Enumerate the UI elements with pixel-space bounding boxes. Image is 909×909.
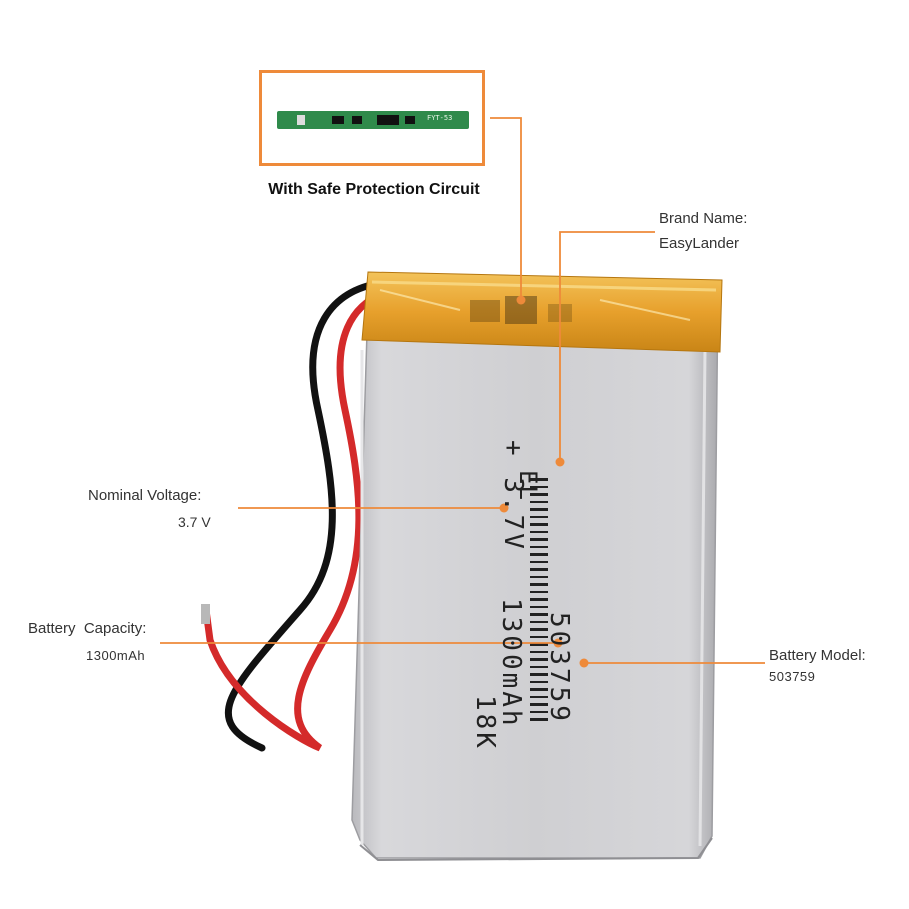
battery-pouch xyxy=(351,291,719,859)
protection-line xyxy=(490,117,522,300)
pcb-board: FYT-53 xyxy=(277,111,469,129)
pcb-chip xyxy=(352,116,362,124)
callout-lines xyxy=(160,117,765,664)
model-title: Battery Model: xyxy=(769,647,866,664)
battery-barcode xyxy=(530,478,548,721)
pcb-pad xyxy=(297,115,305,125)
voltage-title: Nominal Voltage: xyxy=(88,487,202,504)
battery-print-voltage: + 3.7V xyxy=(498,440,528,552)
battery-print-capacity: 1300mAh xyxy=(496,598,526,729)
red-wire xyxy=(202,286,399,752)
black-wire xyxy=(224,278,392,752)
model-value: 503759 xyxy=(769,669,816,684)
brand-title: Brand Name: xyxy=(659,210,748,227)
pcb-chip xyxy=(405,116,415,124)
callout-dots xyxy=(499,295,589,668)
voltage-value: 3.7 V xyxy=(178,514,211,530)
protection-caption: With Safe Protection Circuit xyxy=(268,181,480,198)
kapton-tape xyxy=(361,271,723,353)
pcb-chip xyxy=(377,115,399,125)
capacity-value: 1300mAh xyxy=(86,648,146,663)
brand-line xyxy=(559,231,655,462)
brand-value: EasyLander xyxy=(659,235,740,252)
protection-circuit-inset: FYT-53 xyxy=(259,70,485,166)
battery-print-code: 18K xyxy=(470,695,500,751)
pcb-chip xyxy=(332,116,344,124)
pcb-label: FYT-53 xyxy=(427,114,453,122)
wire-tip xyxy=(201,604,210,624)
capacity-title: Battery Capacity: xyxy=(28,620,147,637)
battery-print-model: 503759 xyxy=(544,612,574,724)
